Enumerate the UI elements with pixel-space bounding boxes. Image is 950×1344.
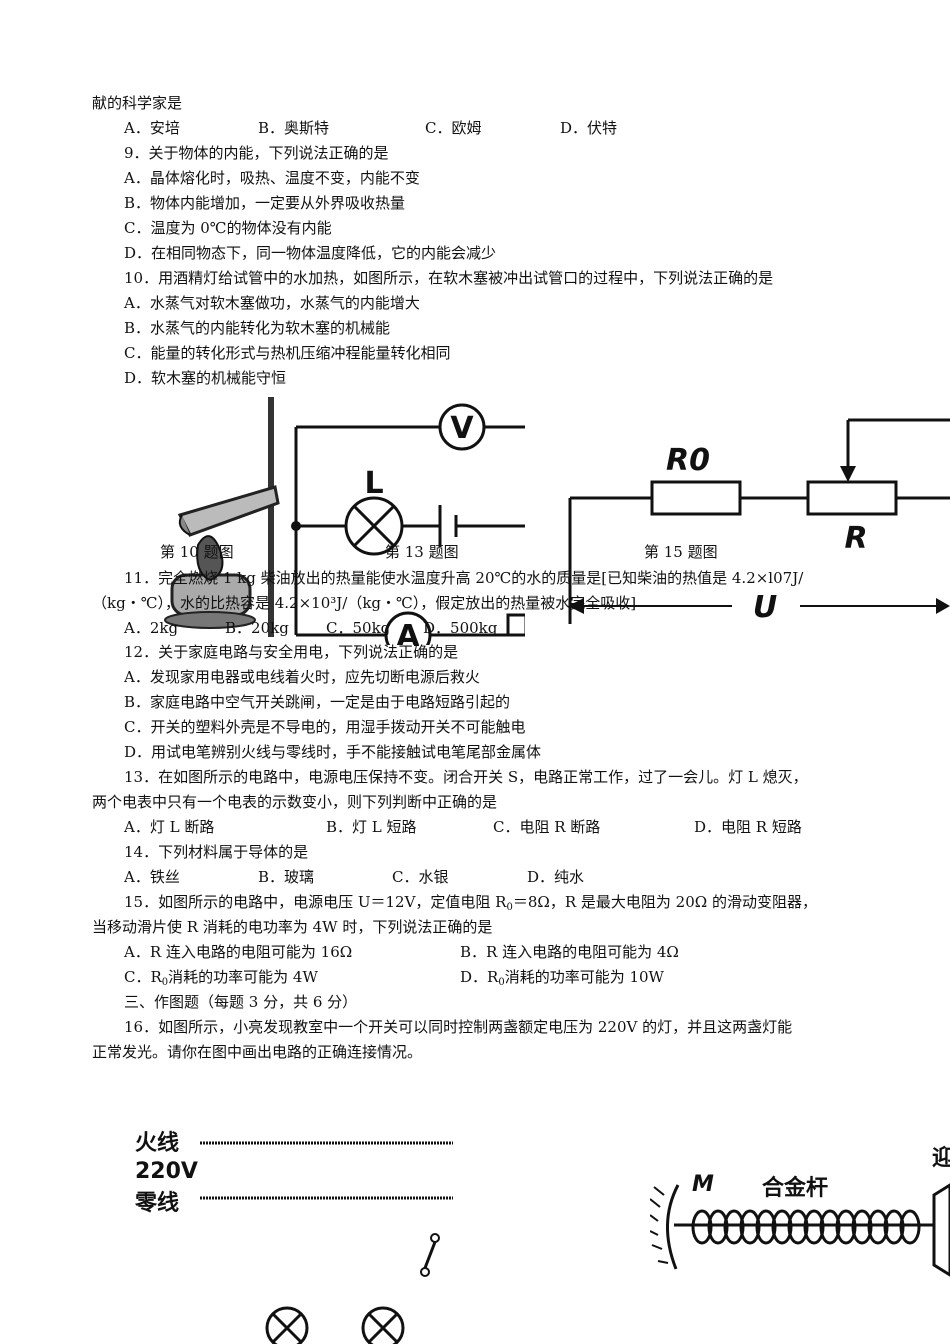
q14-option-d: D．纯水 — [527, 868, 585, 886]
figure-17-alloy-rod: M 合金杆 迎 — [650, 1145, 950, 1277]
q12-option-c: C．开关的塑料外壳是不导电的，用湿手拨动开关不可能触电 — [124, 718, 526, 736]
q13-stem-2: 两个电表中只有一个电表的示数变小，则下列判断中正确的是 — [92, 793, 498, 811]
q15-option-b: B．R 连入电路的电阻可能为 4Ω — [460, 943, 679, 961]
q16-stem-1: 16．如图所示，小亮发现教室中一个开关可以同时控制两盏额定电压为 220V 的灯… — [124, 1018, 793, 1036]
q15-option-d: D．R0消耗的功率可能为 10W — [460, 968, 664, 992]
q10-option-b: B．水蒸气的内能转化为软木塞的机械能 — [124, 319, 391, 337]
caption-figure-10: 第 10 题图 — [160, 543, 234, 561]
line-1: 献的科学家是 — [92, 94, 183, 112]
live-wire-label: 火线 — [135, 1130, 179, 1156]
lamp-label: L — [364, 466, 383, 501]
subscript: 0 — [506, 902, 513, 913]
figure-15-circuit: R0 R U — [568, 418, 950, 625]
q14-stem: 14．下列材料属于导体的是 — [124, 843, 309, 861]
q11-option-c: C．50kg — [326, 619, 391, 637]
q12-option-a: A．发现家用电器或电线着火时，应先切断电源后救火 — [124, 668, 480, 686]
q10-option-d: D．软木塞的机械能守恒 — [124, 369, 287, 387]
q11-option-a: A．2kg — [124, 619, 179, 637]
section-3-heading: 三、作图题（每题 3 分，共 6 分） — [124, 993, 358, 1011]
u-label: U — [753, 590, 777, 625]
ammeter-label: A — [396, 619, 420, 645]
voltage-label: 220V — [135, 1159, 198, 1184]
q8-option-a: A．安培 — [124, 119, 180, 137]
q8-option-b: B．奥斯特 — [258, 119, 330, 137]
q13-option-d: D．电阻 R 短路 — [694, 818, 802, 836]
q15-option-d-2: 消耗的功率可能为 10W — [504, 968, 664, 986]
r0-label: R0 — [666, 443, 710, 478]
q10-option-a: A．水蒸气对软木塞做功，水蒸气的内能增大 — [124, 294, 420, 312]
q15-stem-1: 15．如图所示的电路中，电源电压 U＝12V，定值电阻 R0＝8Ω，R 是最大电… — [124, 893, 817, 917]
voltmeter-label: V — [450, 411, 474, 446]
alloy-rod-label: 合金杆 — [762, 1175, 828, 1201]
q9-option-c: C．温度为 0℃的物体没有内能 — [124, 219, 332, 237]
subscript: 0 — [161, 977, 169, 988]
neutral-wire-label: 零线 — [134, 1190, 179, 1216]
q15-stem-1b: ＝8Ω，R 是最大电阻为 20Ω 的滑动变阻器， — [512, 893, 817, 911]
caption-figure-15: 第 15 题图 — [644, 543, 718, 561]
q9-option-d: D．在相同物态下，同一物体温度降低，它的内能会减少 — [124, 244, 497, 262]
q15-stem-1a: 15．如图所示的电路中，电源电压 U＝12V，定值电阻 R — [124, 893, 507, 911]
q12-stem: 12．关于家庭电路与安全用电，下列说法正确的是 — [124, 643, 459, 661]
q13-option-b: B．灯 L 短路 — [326, 818, 417, 836]
figure-10-test-tube — [164, 397, 280, 637]
q9-option-a: A．晶体熔化时，吸热、温度不变，内能不变 — [124, 169, 420, 187]
q16-stem-2: 正常发光。请你在图中画出电路的正确连接情况。 — [92, 1043, 423, 1061]
q8-option-d: D．伏特 — [560, 119, 618, 137]
q11-stem-2: （kg・℃），水的比热容是 4.2×10³J/（kg・℃），假定放出的热量被水完… — [92, 594, 637, 612]
caption-figure-13: 第 13 题图 — [385, 543, 459, 561]
q14-option-c: C．水银 — [392, 868, 449, 886]
q13-option-a: A．灯 L 断路 — [124, 818, 215, 836]
figure-13-circuit: V A L — [291, 403, 525, 645]
spring-coil — [691, 1209, 921, 1245]
q15-option-c: C．R0消耗的功率可能为 4W — [124, 968, 318, 992]
q13-option-c: C．电阻 R 断路 — [493, 818, 601, 836]
q14-option-a: A．铁丝 — [124, 868, 180, 886]
m-label: M — [692, 1172, 714, 1197]
edge-label: 迎 — [932, 1145, 950, 1171]
q8-option-c: C．欧姆 — [425, 119, 482, 137]
q15-option-a: A．R 连入电路的电阻可能为 16Ω — [124, 943, 353, 961]
q9-option-b: B．物体内能增加，一定要从外界吸收热量 — [124, 194, 406, 212]
q12-option-b: B．家庭电路中空气开关跳闸，一定是由于电路短路引起的 — [124, 693, 511, 711]
q10-option-c: C．能量的转化形式与热机压缩冲程能量转化相同 — [124, 344, 451, 362]
q15-option-c-1: C．R — [124, 968, 162, 986]
q15-stem-2: 当移动滑片使 R 消耗的电功率为 4W 时，下列说法正确的是 — [92, 918, 493, 936]
r-label: R — [844, 521, 867, 556]
q11-option-b: B．20kg — [225, 619, 289, 637]
figure-16-household-circuit: 火线 220V 零线 — [134, 1130, 453, 1344]
q9-stem: 9．关于物体的内能，下列说法正确的是 — [124, 144, 389, 162]
q15-option-c-2: 消耗的功率可能为 4W — [168, 968, 318, 986]
q15-option-d-1: D．R — [460, 968, 499, 986]
subscript: 0 — [498, 977, 505, 988]
q14-option-b: B．玻璃 — [258, 868, 315, 886]
q12-option-d: D．用试电笔辨别火线与零线时，手不能接触试电笔尾部金属体 — [124, 743, 542, 761]
q10-stem: 10．用酒精灯给试管中的水加热，如图所示，在软木塞被冲出试管口的过程中，下列说法… — [124, 269, 774, 287]
q11-stem-1: 11．完全燃烧 1 kg 柴油放出的热量能使水温度升高 20℃的水的质量是[已知… — [124, 569, 804, 587]
q11-option-d: D．500kg — [423, 619, 498, 637]
q13-stem-1: 13．在如图所示的电路中，电源电压保持不变。闭合开关 S，电路正常工作，过了一会… — [124, 768, 808, 786]
